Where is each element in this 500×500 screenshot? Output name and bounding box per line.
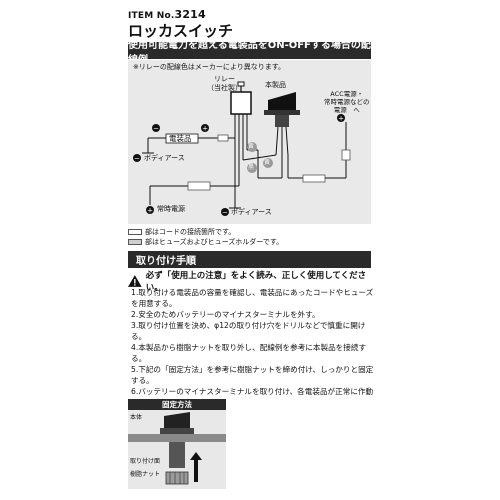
installation-heading: 取り付け手順 bbox=[128, 251, 371, 268]
body-earth-bottom-label: ボディアース bbox=[231, 208, 272, 216]
wire-color-tag: 黄 bbox=[248, 143, 255, 150]
legend-connection: 部はコードの接続箇所です。 bbox=[128, 227, 235, 237]
warning-line: 必ず「使用上の注意」をよく読み、正しく使用してください。 bbox=[128, 269, 378, 293]
step-item: 5.下記の「固定方法」を参考に樹脂ナットを締め付け、しっかりと固定する。 bbox=[131, 365, 374, 385]
item-number: ITEM No.3214 bbox=[128, 8, 206, 21]
connection-legend-swatch bbox=[128, 229, 142, 235]
legend-fuse: 部はヒューズおよびヒューズホルダーです。 bbox=[128, 237, 283, 247]
wiring-diagram-drawing: − + − + − + bbox=[133, 81, 351, 217]
constant-power-label: 常時電源 bbox=[157, 205, 185, 213]
item-prefix: ITEM No. bbox=[128, 11, 175, 21]
legend-connection-text: 部はコードの接続箇所です。 bbox=[145, 228, 236, 236]
fuse-legend-swatch bbox=[128, 239, 142, 245]
product-title: ロッカスイッチ bbox=[128, 22, 234, 40]
svg-text:−: − bbox=[134, 155, 140, 163]
device-label: 電装品 bbox=[169, 134, 192, 143]
legend-fuse-text: 部はヒューズおよびヒューズホルダーです。 bbox=[145, 238, 284, 246]
rocker-switch-icon bbox=[268, 92, 296, 112]
step-item: 2.安全のためバッテリーのマイナスターミナルを外す。 bbox=[131, 310, 320, 319]
mounting-panel bbox=[128, 434, 226, 442]
fixing-method-heading: 固定方法 bbox=[128, 399, 226, 410]
wiring-diagram: − + − + − + ※リレーの配線色はメーカーにより異なります。 リレー （… bbox=[128, 60, 371, 224]
resin-nut-label: 樹脂ナット bbox=[130, 471, 161, 478]
installation-steps: 1.取り付ける電装品の容量を確認し、電装品にあったコードやヒューズを用意する。 … bbox=[131, 287, 376, 408]
item-number-value: 3214 bbox=[174, 8, 206, 21]
wire-color-tag: 黒 bbox=[248, 164, 255, 171]
step-item: 1.取り付ける電装品の容量を確認し、電装品にあったコードやヒューズを用意する。 bbox=[131, 288, 374, 308]
resin-nut-icon bbox=[165, 471, 189, 485]
step-item: 4.本製品から樹脂ナットを取り外し、配線例を参考に本製品を接続する。 bbox=[131, 343, 367, 363]
fixing-method-drawing bbox=[128, 412, 226, 485]
svg-text:+: + bbox=[147, 207, 153, 215]
body-label: 本体 bbox=[130, 414, 143, 421]
warning-text: 必ず「使用上の注意」をよく読み、正しく使用してください。 bbox=[145, 271, 367, 293]
relay-color-note: ※リレーの配線色はメーカーにより異なります。 bbox=[133, 63, 286, 71]
acc-power-label: ACC電源・ 常時電源などの 電源 へ bbox=[324, 90, 370, 114]
relay-label: リレー （当社製） bbox=[207, 75, 242, 92]
step-item: 3.取り付け位置を決め、φ12の取り付け穴をドリルなどで慎重に開ける。 bbox=[131, 321, 366, 341]
body-earth-left-label: ボディアース bbox=[144, 154, 185, 162]
minus-marker: − bbox=[153, 125, 159, 133]
wiring-example-heading: 使用可能電力を超える電装品をON-OFFする場合の配線例 bbox=[128, 40, 371, 66]
fixing-method-figure: 固定方法 本体 取り付け面 樹脂ナット bbox=[128, 399, 226, 489]
warning-triangle-icon bbox=[128, 275, 142, 287]
mount-surface-label: 取り付け面 bbox=[130, 458, 161, 465]
svg-text:+: + bbox=[338, 115, 344, 123]
relay-icon bbox=[230, 91, 252, 115]
plus-marker: + bbox=[202, 125, 208, 133]
tighten-arrow-icon bbox=[190, 452, 202, 482]
product-label: 本製品 bbox=[265, 81, 286, 89]
svg-text:−: − bbox=[222, 209, 228, 217]
wire-color-tag: 黄 bbox=[264, 159, 271, 166]
